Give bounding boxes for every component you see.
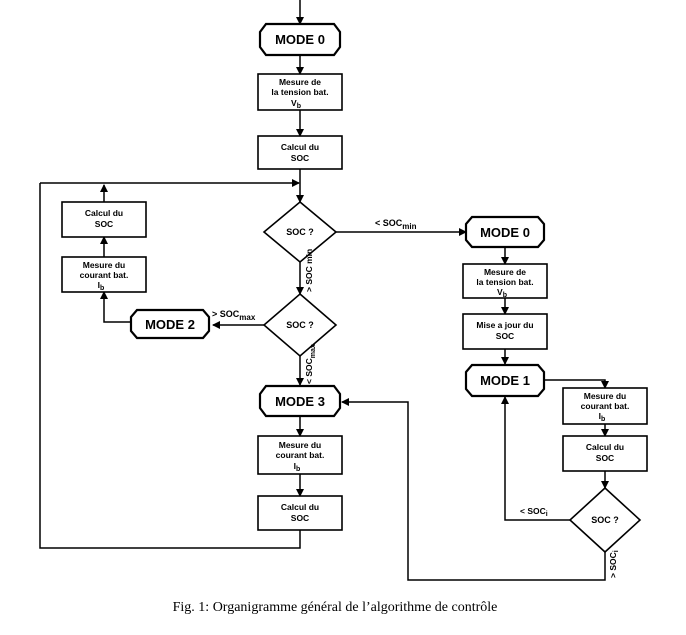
mesure-courant-left-line2: courant bat. xyxy=(80,270,129,280)
calcul-soc-1-line1: Calcul du xyxy=(281,142,319,152)
edge-label-gt-socmin: > SOC min xyxy=(304,249,314,292)
mesure-tension-box-1: Mesure de la tension bat. Vb xyxy=(257,73,343,111)
ib-symbol-left: Ib xyxy=(98,280,105,292)
mesure-courant-right-line1: Mesure du xyxy=(584,391,627,401)
decision-3: SOC ? xyxy=(568,486,642,554)
mesure-tension-1-line2: la tension bat. xyxy=(271,87,328,97)
decision-2: SOC ? xyxy=(262,292,338,358)
vb-symbol-1: Vb xyxy=(291,98,301,110)
mode3-label: MODE 3 xyxy=(275,394,325,409)
calcul-soc-1-line2: SOC xyxy=(291,153,309,163)
calcul-soc-left-box: Calcul du SOC xyxy=(61,201,147,238)
calcul-soc-right-line1: Calcul du xyxy=(586,442,624,452)
edge-label-lt-socmax: < SOCmax xyxy=(304,344,317,384)
calcul-soc-left-line1: Calcul du xyxy=(85,208,123,218)
mode3-box: MODE 3 xyxy=(258,384,342,418)
mode0-top-label: MODE 0 xyxy=(275,32,325,47)
edge-label-gt-socmax: > SOCmax xyxy=(212,309,256,322)
mesure-courant-right-line2: courant bat. xyxy=(581,401,630,411)
mode0-right-box: MODE 0 xyxy=(464,215,546,249)
decision-3-label: SOC ? xyxy=(591,515,619,525)
decision-1-label: SOC ? xyxy=(286,227,314,237)
mesure-courant-center-line2: courant bat. xyxy=(276,450,325,460)
mesure-tension-1-line1: Mesure de xyxy=(279,77,321,87)
calcul-soc-left-line2: SOC xyxy=(95,219,113,229)
edge-label-gt-soci: > SOCi xyxy=(608,550,620,578)
calcul-soc-right-line2: SOC xyxy=(596,453,614,463)
calcul-soc-center-line2: SOC xyxy=(291,513,309,523)
mesure-courant-right-box: Mesure du courant bat. Ib xyxy=(562,387,648,425)
mesure-tension-right-line2: la tension bat. xyxy=(476,277,533,287)
mode2-box: MODE 2 xyxy=(129,308,211,340)
mesure-courant-center-line1: Mesure du xyxy=(279,440,322,450)
mesure-tension-right-box: Mesure de la tension bat. Vb xyxy=(462,263,548,299)
mesure-courant-left-line1: Mesure du xyxy=(83,260,126,270)
calcul-soc-center-line1: Calcul du xyxy=(281,502,319,512)
ib-symbol-right: Ib xyxy=(599,411,606,423)
edge-label-lt-socmin: < SOCmin xyxy=(375,218,417,231)
mesure-tension-right-line1: Mesure de xyxy=(484,267,526,277)
mode1-box: MODE 1 xyxy=(464,363,546,398)
mode2-label: MODE 2 xyxy=(145,317,195,332)
mise-a-jour-line2: SOC xyxy=(496,331,514,341)
mode1-label: MODE 1 xyxy=(480,373,530,388)
ib-symbol-center: Ib xyxy=(294,461,301,473)
decision-2-label: SOC ? xyxy=(286,320,314,330)
mise-a-jour-box: Mise a jour du SOC xyxy=(462,313,548,350)
calcul-soc-center-box: Calcul du SOC xyxy=(257,495,343,531)
figure-caption: Fig. 1: Organigramme général de l’algori… xyxy=(173,600,498,615)
decision-1: SOC ? xyxy=(262,200,338,264)
calcul-soc-box-1: Calcul du SOC xyxy=(257,135,343,170)
mesure-courant-center-box: Mesure du courant bat. Ib xyxy=(257,435,343,475)
mode0-right-label: MODE 0 xyxy=(480,225,530,240)
mesure-courant-left-box: Mesure du courant bat. Ib xyxy=(61,256,147,293)
vb-symbol-right: Vb xyxy=(497,287,507,299)
edge-label-lt-soci: < SOCi xyxy=(520,506,548,518)
mode0-top-box: MODE 0 xyxy=(258,22,342,57)
mise-a-jour-line1: Mise a jour du xyxy=(476,320,533,330)
calcul-soc-right-box: Calcul du SOC xyxy=(562,435,648,472)
connectors xyxy=(39,0,609,581)
